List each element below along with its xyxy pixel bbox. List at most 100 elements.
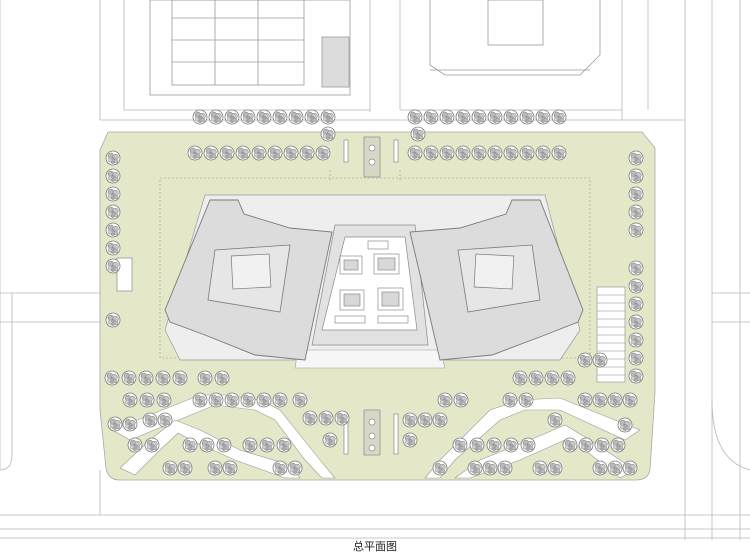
tree-icon <box>272 109 288 125</box>
tree-icon <box>628 278 644 294</box>
tree-icon <box>192 109 208 125</box>
tree-icon <box>203 145 219 161</box>
tree-icon <box>502 392 518 408</box>
tree-icon <box>197 370 213 386</box>
tree-icon <box>177 460 193 476</box>
tree-icon <box>547 412 563 428</box>
tree-icon <box>607 460 623 476</box>
tree-icon <box>240 109 256 125</box>
tree-icon <box>410 126 426 142</box>
tree-icon <box>208 109 224 125</box>
tree-icon <box>577 392 593 408</box>
tree-icon <box>240 392 256 408</box>
tree-icon <box>320 109 336 125</box>
tree-icon <box>105 312 121 328</box>
tree-icon <box>121 370 137 386</box>
tree-icon <box>207 460 223 476</box>
tree-icon <box>214 370 230 386</box>
tree-icon <box>162 460 178 476</box>
tree-icon <box>144 437 160 453</box>
tree-icon <box>519 145 535 161</box>
tree-icon <box>518 392 534 408</box>
tree-icon <box>122 392 138 408</box>
tree-icon <box>105 204 121 220</box>
tree-icon <box>251 145 267 161</box>
tree-icon <box>276 437 292 453</box>
tree-icon <box>259 437 275 453</box>
tree-icon <box>432 412 448 428</box>
tree-icon <box>551 109 567 125</box>
tree-icon <box>453 392 469 408</box>
tree-icon <box>503 145 519 161</box>
tree-icon <box>224 109 240 125</box>
tree-icon <box>628 150 644 166</box>
tree-icon <box>471 145 487 161</box>
tree-icon <box>187 145 203 161</box>
tree-icon <box>532 460 548 476</box>
tree-icon <box>628 332 644 348</box>
tree-icon <box>503 437 519 453</box>
tree-icon <box>235 145 251 161</box>
tree-icon <box>155 370 171 386</box>
tree-icon <box>455 145 471 161</box>
context-building-right <box>429 0 601 76</box>
tree-icon <box>402 432 418 448</box>
tree-icon <box>487 109 503 125</box>
tree-icon <box>292 392 308 408</box>
tree-icon <box>562 437 578 453</box>
tree-icon <box>503 109 519 125</box>
tree-icon <box>105 150 121 166</box>
tree-icon <box>471 109 487 125</box>
tree-icon <box>469 437 485 453</box>
tree-icon <box>628 168 644 184</box>
tree-icon <box>105 186 121 202</box>
tree-icon <box>578 437 594 453</box>
tree-icon <box>592 460 608 476</box>
tree-icon <box>423 109 439 125</box>
tree-icon <box>439 145 455 161</box>
planters <box>116 136 399 456</box>
tree-icon <box>437 392 453 408</box>
tree-icon <box>497 460 513 476</box>
tree-icon <box>105 258 121 274</box>
tree-icon <box>560 370 576 386</box>
tree-icon <box>512 370 528 386</box>
tree-icon <box>467 460 483 476</box>
tree-icon <box>139 392 155 408</box>
tree-icon <box>551 145 567 161</box>
tree-icon <box>256 392 272 408</box>
tree-icon <box>105 240 121 256</box>
tree-icon <box>208 392 224 408</box>
tree-icon <box>610 437 626 453</box>
tree-icon <box>334 410 350 426</box>
tree-icon <box>122 416 138 432</box>
tree-icon <box>199 437 215 453</box>
tree-icon <box>617 417 633 433</box>
tree-icon <box>304 109 320 125</box>
tree-icon <box>452 437 468 453</box>
tree-icon <box>105 168 121 184</box>
tree-icon <box>628 296 644 312</box>
tree-icon <box>622 460 638 476</box>
tree-icon <box>287 460 303 476</box>
tree-icon <box>628 314 644 330</box>
tree-icon <box>628 350 644 366</box>
tree-icon <box>172 370 188 386</box>
tree-icon <box>157 412 173 428</box>
tree-icon <box>628 204 644 220</box>
tree-icon <box>407 145 423 161</box>
tree-icon <box>138 370 154 386</box>
tree-icon <box>156 392 172 408</box>
tree-icon <box>482 460 498 476</box>
tree-icon <box>242 437 258 453</box>
tree-icon <box>432 460 448 476</box>
tree-icon <box>267 145 283 161</box>
tree-icon <box>417 412 433 428</box>
tree-icon <box>528 370 544 386</box>
tree-icon <box>519 109 535 125</box>
tree-icon <box>107 416 123 432</box>
tree-icon <box>520 437 536 453</box>
tree-icon <box>224 392 240 408</box>
tree-icon <box>192 392 208 408</box>
